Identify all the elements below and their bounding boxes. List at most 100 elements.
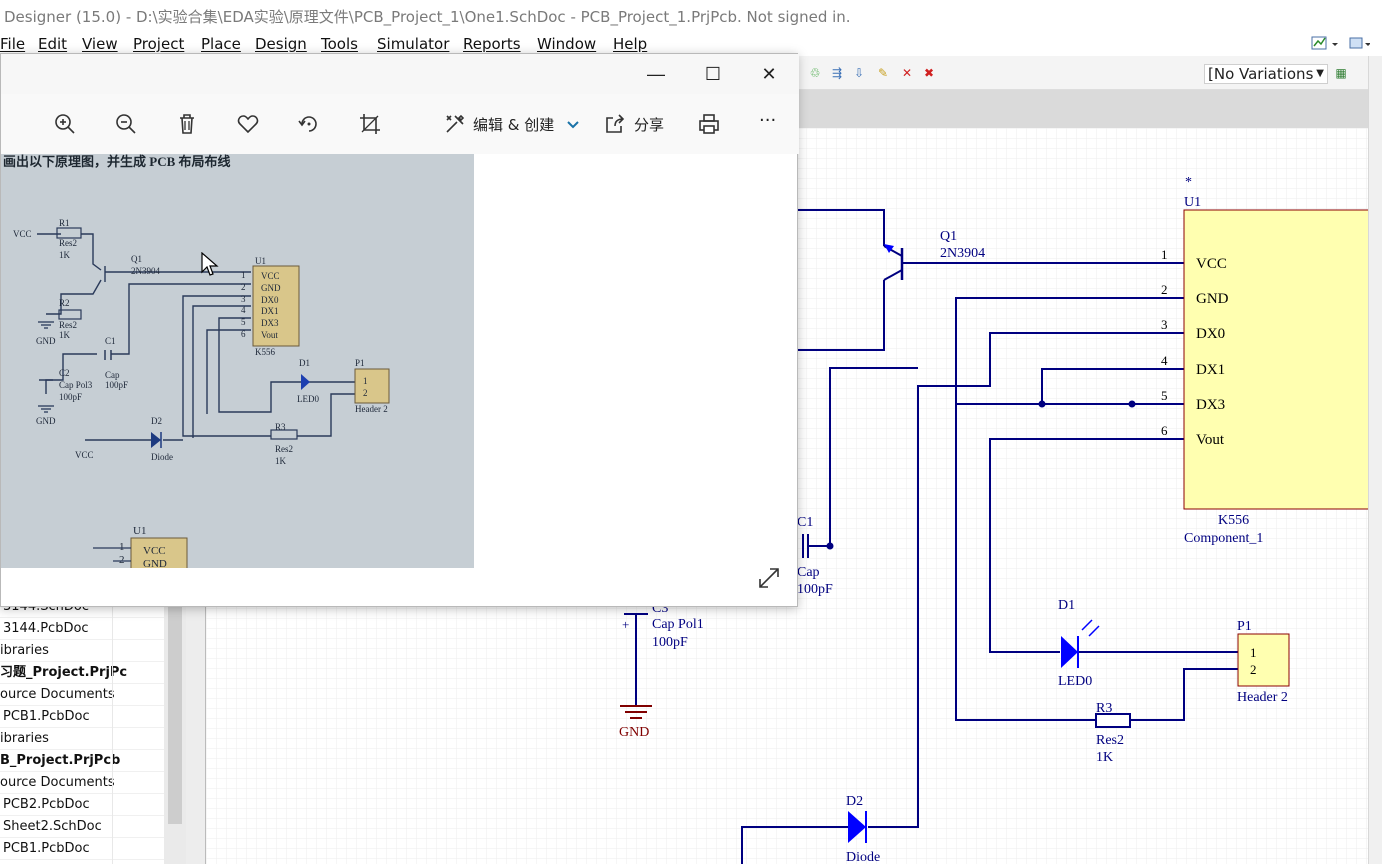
photo-q1-part: 2N3904 [131,266,160,276]
schematic-photo[interactable]: 画出以下原理图，并生成 PCB 布局布线 [1,154,474,568]
photo-u1-part: K556 [255,347,275,357]
d1-part: LED0 [1058,674,1092,689]
project-tree-item[interactable]: PCB2.PcbDoc [0,794,164,816]
u1-pin-number: 1 [1161,247,1168,262]
photo-p1-part: Header 2 [355,404,388,414]
photo-u1-pin-number: 4 [241,305,246,315]
parameter-icon[interactable]: ✎ [877,66,889,80]
c3-type: Cap Pol1 [652,617,704,632]
compile-mask-icon[interactable]: ✖ [923,66,935,80]
photo-viewer-titlebar[interactable]: — ☐ ✕ [1,54,799,94]
project-tree-item[interactable]: PCB1.PcbDoc [0,706,164,728]
r3-value: 1K [1096,750,1113,765]
menu-place[interactable]: Place [201,35,241,53]
top-right-tools[interactable] [1310,34,1370,54]
p1-part: Header 2 [1237,690,1288,705]
close-button[interactable]: ✕ [761,64,777,84]
photo-vcc: VCC [13,229,32,239]
menu-project[interactable]: Project [133,35,185,53]
menu-file[interactable]: File [0,35,26,53]
share-icon[interactable] [603,112,627,136]
photo-r1-value: 1K [59,250,71,260]
print-icon[interactable] [697,112,721,136]
zoom-in-icon[interactable] [53,112,77,136]
u1-component[interactable]: * U1 1 2 3 4 5 6 VCC GND DX0 DX1 DX3 Vou… [1161,175,1368,546]
favorite-icon[interactable] [236,112,260,136]
sheet-entry-icon[interactable]: ♲ [809,66,821,80]
c3-plus: + [622,617,629,632]
menu-simulator[interactable]: Simulator [377,35,450,53]
junctions [826,400,1136,550]
menu-edit[interactable]: Edit [38,35,68,53]
menu-bar: File Edit View Project Place Design Tool… [0,31,1382,56]
u1-pin-name: DX3 [1196,397,1225,413]
scrollbar-thumb[interactable] [168,596,182,824]
r3-ref: R3 [1096,701,1112,716]
edit-create-button[interactable]: 编辑 & 创建 [473,116,555,134]
port-icon[interactable]: ⇩ [853,66,865,80]
crop-icon[interactable] [358,112,382,136]
no-erc-icon[interactable]: ✕ [901,66,913,80]
project-tree-item[interactable]: 3144.PcbDoc [0,618,164,640]
q1-ref: Q1 [940,229,957,244]
fullscreen-icon[interactable] [757,566,781,590]
gnd-symbol[interactable]: GND [619,705,652,740]
project-tree-item[interactable]: ource Documents [0,772,164,794]
r3-type: Res2 [1096,733,1124,748]
project-tree-item[interactable]: ibraries [0,640,164,662]
delete-icon[interactable] [175,112,199,136]
project-tree-item[interactable]: ource Documents [0,684,164,706]
photo-p1-ref: P1 [355,358,365,368]
photo-gnd: GND [36,416,56,426]
project-tree-item[interactable]: 习题_Project.PrjPc [0,662,164,684]
menu-tools[interactable]: Tools [321,35,358,53]
c1-capacitor[interactable]: C1 Cap 100pF [797,515,833,597]
maximize-button[interactable]: ☐ [704,64,722,84]
menu-help[interactable]: Help [613,35,648,53]
project-tree-item[interactable]: Sheet2.SchDoc [0,816,164,838]
c1-type: Cap [797,565,820,580]
c1-value: 100pF [797,582,833,597]
d2-diode[interactable]: D2 Diode [846,794,880,864]
project-tree-item[interactable]: B_Project.PrjPcb [0,750,164,772]
menu-design[interactable]: Design [255,35,307,53]
u1-part: K556 [1218,513,1249,528]
photo-r2-type: Res2 [59,320,77,330]
menu-window[interactable]: Window [537,35,597,53]
zoom-out-icon[interactable] [114,112,138,136]
panel-scrollbar[interactable] [164,596,186,864]
project-tree-item[interactable]: ibraries [0,728,164,750]
variations-value: [No Variations [1208,65,1314,83]
photo-r3-type: Res2 [275,444,293,454]
photo-r1-ref: R1 [59,218,70,228]
u1-pin-name: DX1 [1196,362,1225,378]
photo-c2-type: Cap Pol3 [59,380,93,390]
variant-manager-icon[interactable]: ▦ [1335,66,1347,80]
app-title-bar: Designer (15.0) - D:\实验合集\EDA实验\原理文件\PCB… [0,0,1382,31]
project-tree-item[interactable]: PCB1.PcbDoc [0,838,164,860]
menu-view[interactable]: View [82,35,118,53]
photo-c1-type: Cap [105,370,120,380]
menu-reports[interactable]: Reports [463,35,521,53]
chevron-down-icon[interactable] [561,112,585,136]
harness-icon[interactable]: ⇶ [831,66,843,80]
r3-resistor[interactable]: R3 Res2 1K [1095,701,1131,765]
p1-header[interactable]: P1 1 2 Header 2 [1237,619,1290,705]
photo-u1-pin-number: 5 [241,317,246,327]
photo-u1-pin: VCC [261,271,280,281]
photo-u1-lower-pin-number: 1 [119,541,125,553]
u1-pin-number: 6 [1161,423,1168,438]
vertical-scrollbar[interactable] [1368,56,1382,864]
more-options-button[interactable]: ··· [759,110,777,131]
share-button[interactable]: 分享 [634,116,665,134]
variations-dropdown[interactable]: [No Variations ▼ [1204,64,1328,84]
photo-r2-ref: R2 [59,298,70,308]
edit-create-icon[interactable] [443,112,467,136]
photo-lower-wires [93,547,131,562]
minimize-button[interactable]: — [647,64,665,84]
d1-led[interactable]: D1 LED0 [1058,598,1100,689]
photo-r1-type: Res2 [59,238,77,248]
q1-transistor[interactable]: Q1 2N3904 [883,229,985,281]
photo-u1-lower-pin: GND [143,558,167,568]
rotate-icon[interactable] [297,112,321,136]
